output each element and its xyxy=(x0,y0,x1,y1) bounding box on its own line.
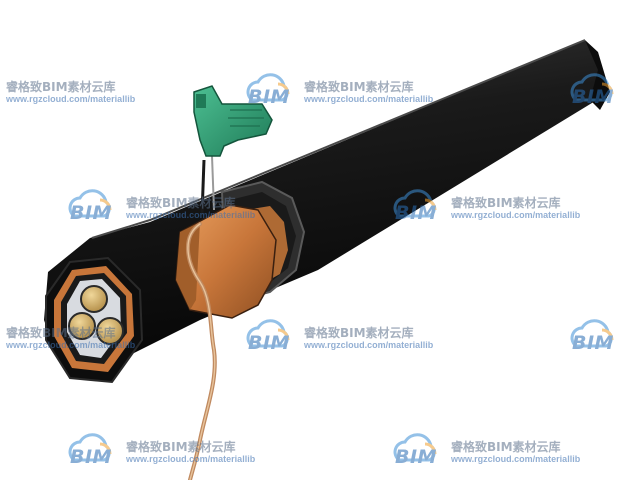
copper-shield-band xyxy=(175,204,277,319)
ground-wire xyxy=(185,222,217,480)
conductor-3 xyxy=(96,317,124,345)
conductor-1 xyxy=(80,285,108,313)
cable-crimp-tool-icon xyxy=(193,85,273,216)
cable-end-face xyxy=(45,256,144,384)
conductor-2 xyxy=(68,312,96,340)
